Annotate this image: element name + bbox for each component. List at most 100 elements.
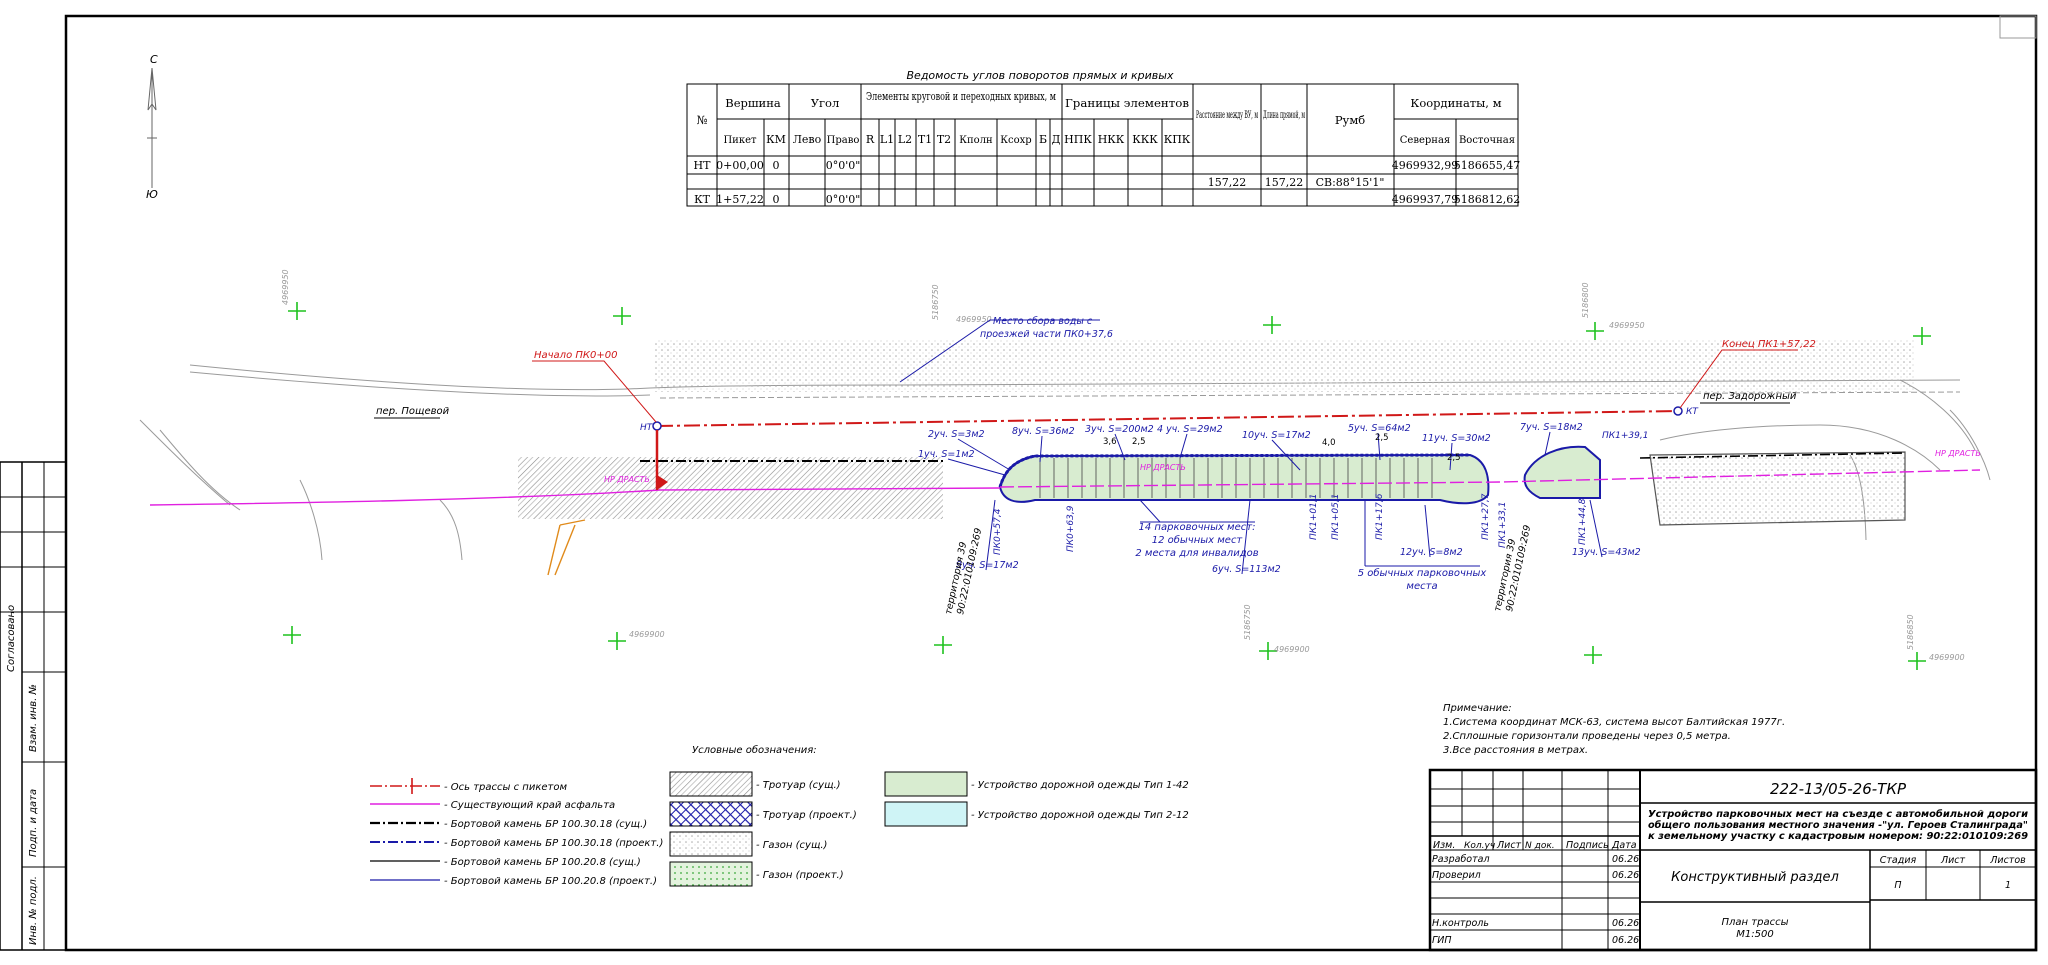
section-leader bbox=[1377, 432, 1381, 461]
section-leader bbox=[1039, 435, 1043, 463]
title-block bbox=[1428, 768, 2038, 952]
street-left: пер. Пощевой bbox=[374, 406, 450, 419]
th-sub-6: L2 bbox=[898, 133, 912, 146]
title-block-text: 222-13/05-26-ТКР Устройство парковочных … bbox=[1432, 780, 2028, 946]
notes-title: Примечание: bbox=[1443, 703, 1512, 714]
grid-label: 5186800 bbox=[1581, 282, 1590, 318]
th-sub-15: ККК bbox=[1132, 133, 1158, 146]
grid-cross bbox=[283, 626, 301, 644]
row-east: 5186655,47 bbox=[1454, 159, 1520, 172]
date-checker: 06.26 bbox=[1612, 870, 1639, 881]
legend-fill-3: - Газон (сущ.) bbox=[756, 840, 827, 851]
legend-line-6: - Бортовой камень БР 100.20.8 (проект.) bbox=[444, 876, 657, 887]
legend-line-2: - Существующий край асфальта bbox=[444, 800, 615, 811]
section-leader bbox=[1449, 442, 1453, 471]
picket-label-0: ПК0+57,4 bbox=[993, 508, 1003, 555]
end-label: Конец ПК1+57,22 bbox=[1722, 339, 1816, 350]
role-checker: Проверил bbox=[1432, 870, 1481, 881]
section-label-4: 4 уч. S=29м2 bbox=[1157, 424, 1223, 435]
stamp-inv-no: Инв. № подл. bbox=[28, 876, 39, 945]
section-label-1: 2уч. S=3м2 bbox=[928, 429, 985, 440]
section-leader bbox=[1424, 504, 1431, 558]
dimension-label: 4,0 bbox=[1322, 438, 1336, 448]
stamp-sign-date: Подп. и дата bbox=[28, 789, 39, 857]
section-label-10: 6уч. S=113м2 bbox=[1212, 564, 1281, 575]
th-sub-0: Пикет bbox=[723, 135, 757, 146]
grid-label: 4969900 bbox=[1929, 653, 1965, 662]
ht-label: НТ bbox=[640, 423, 654, 433]
section-label-12: 13уч. S=43м2 bbox=[1572, 547, 1641, 558]
legend-title: Условные обозначения: bbox=[692, 744, 817, 756]
section-leader bbox=[985, 499, 996, 571]
stamp-agreed: Согласовано bbox=[6, 605, 17, 672]
section-label-6: 5уч. S=64м2 bbox=[1348, 423, 1411, 434]
sheets-value: 1 bbox=[2005, 880, 2011, 891]
picket-label-8: ПК1+44,8 bbox=[1578, 498, 1588, 545]
section-leader bbox=[957, 438, 1011, 471]
section-label-2: 8уч. S=36м2 bbox=[1012, 426, 1075, 437]
col-koluch: Кол.уч bbox=[1464, 841, 1495, 851]
asphalt-edge bbox=[149, 469, 1981, 506]
role-gip: ГИП bbox=[1432, 935, 1452, 946]
th-sub-2: Лево bbox=[793, 133, 822, 146]
kt-label: КТ bbox=[1686, 407, 1699, 417]
date-ncontrol: 06.26 bbox=[1612, 918, 1639, 929]
section-label-3: 3уч. S=200м2 bbox=[1085, 424, 1154, 435]
th-sub-11: Б bbox=[1039, 133, 1047, 146]
grid-label: 5186750 bbox=[931, 284, 940, 320]
picket-label-3: ПК1+05,1 bbox=[1331, 494, 1341, 540]
section-leader bbox=[1544, 431, 1551, 456]
sheet-header: Лист bbox=[1940, 855, 1966, 866]
th-sub-9: Кполн bbox=[959, 135, 993, 146]
col-izm: Изм. bbox=[1433, 840, 1455, 851]
stamp-replace-inv: Взам. инв. № bbox=[28, 684, 39, 752]
drawing-scale: М1:500 bbox=[1736, 929, 1773, 940]
legend-fill-6: - Устройство дорожной одежды Тип 2-12 bbox=[971, 810, 1189, 821]
note-3: 3.Все расстояния в метрах. bbox=[1443, 745, 1588, 756]
section-leader bbox=[1271, 439, 1301, 471]
corner-box bbox=[1999, 15, 2037, 39]
drain-label-2: проезжей части ПК0+37,6 bbox=[980, 329, 1113, 340]
section-leader bbox=[1589, 499, 1603, 558]
dimension-label: 2,5 bbox=[1447, 453, 1461, 463]
legend-fill-2: - Тротуар (проект.) bbox=[756, 810, 857, 821]
street-left-label: пер. Пощевой bbox=[376, 406, 450, 417]
th-dist: Расстояние между ВУ, м bbox=[1196, 109, 1258, 121]
grid-cross bbox=[1586, 322, 1604, 340]
th-elements: Элементы круговой и переходных кривых, м bbox=[866, 90, 1056, 103]
th-sub-1: КМ bbox=[766, 133, 786, 146]
th-sub-18: Восточная bbox=[1459, 135, 1515, 146]
row-rumb: СВ:88°15'1" bbox=[1316, 176, 1385, 189]
right-lawn bbox=[1649, 451, 1906, 526]
note-1: 1.Система координат МСК-63, система высо… bbox=[1443, 717, 1785, 728]
legend: Условные обозначения: - Ось трассы с пик… bbox=[370, 744, 1189, 887]
grid-cross bbox=[1913, 327, 1931, 345]
start-callout: Начало ПК0+00 bbox=[532, 350, 657, 423]
grid-cross bbox=[1584, 646, 1602, 664]
grid-label: 5186750 bbox=[1243, 604, 1252, 640]
drawing-name: План трассы bbox=[1722, 917, 1789, 928]
start-label: Начало ПК0+00 bbox=[534, 350, 617, 361]
project-title-line: Устройство парковочных мест на съезде с … bbox=[1648, 809, 2028, 820]
legend-fill-1: - Тротуар (сущ.) bbox=[756, 780, 841, 791]
grid-crosses bbox=[283, 302, 1931, 670]
dimension-label: 2,5 bbox=[1132, 437, 1146, 447]
picket-label-2: ПК1+01,1 bbox=[1309, 494, 1319, 540]
th-sub-14: НКК bbox=[1098, 133, 1125, 146]
row-north: 4969932,99 bbox=[1392, 159, 1458, 172]
doc-code: 222-13/05-26-ТКР bbox=[1770, 780, 1907, 798]
grid-cross bbox=[1263, 316, 1281, 334]
picket-label-4: ПК1+17,6 bbox=[1375, 493, 1385, 540]
th-sub-7: T1 bbox=[918, 133, 932, 146]
parking-14-line1: 14 парковочных мест: bbox=[1139, 522, 1256, 533]
np-label-right: НР ДРАСТЬ bbox=[1935, 449, 1981, 458]
legend-line-5: - Бортовой камень БР 100.20.8 (сущ.) bbox=[444, 857, 641, 868]
section-label-7: 11уч. S=30м2 bbox=[1422, 433, 1491, 444]
section-leader bbox=[1241, 499, 1251, 575]
parking-14-line3: 2 места для инвалидов bbox=[1135, 548, 1258, 559]
th-bounds: Границы элементов bbox=[1065, 96, 1189, 110]
table-title: Ведомость углов поворотов прямых и кривы… bbox=[907, 69, 1174, 82]
